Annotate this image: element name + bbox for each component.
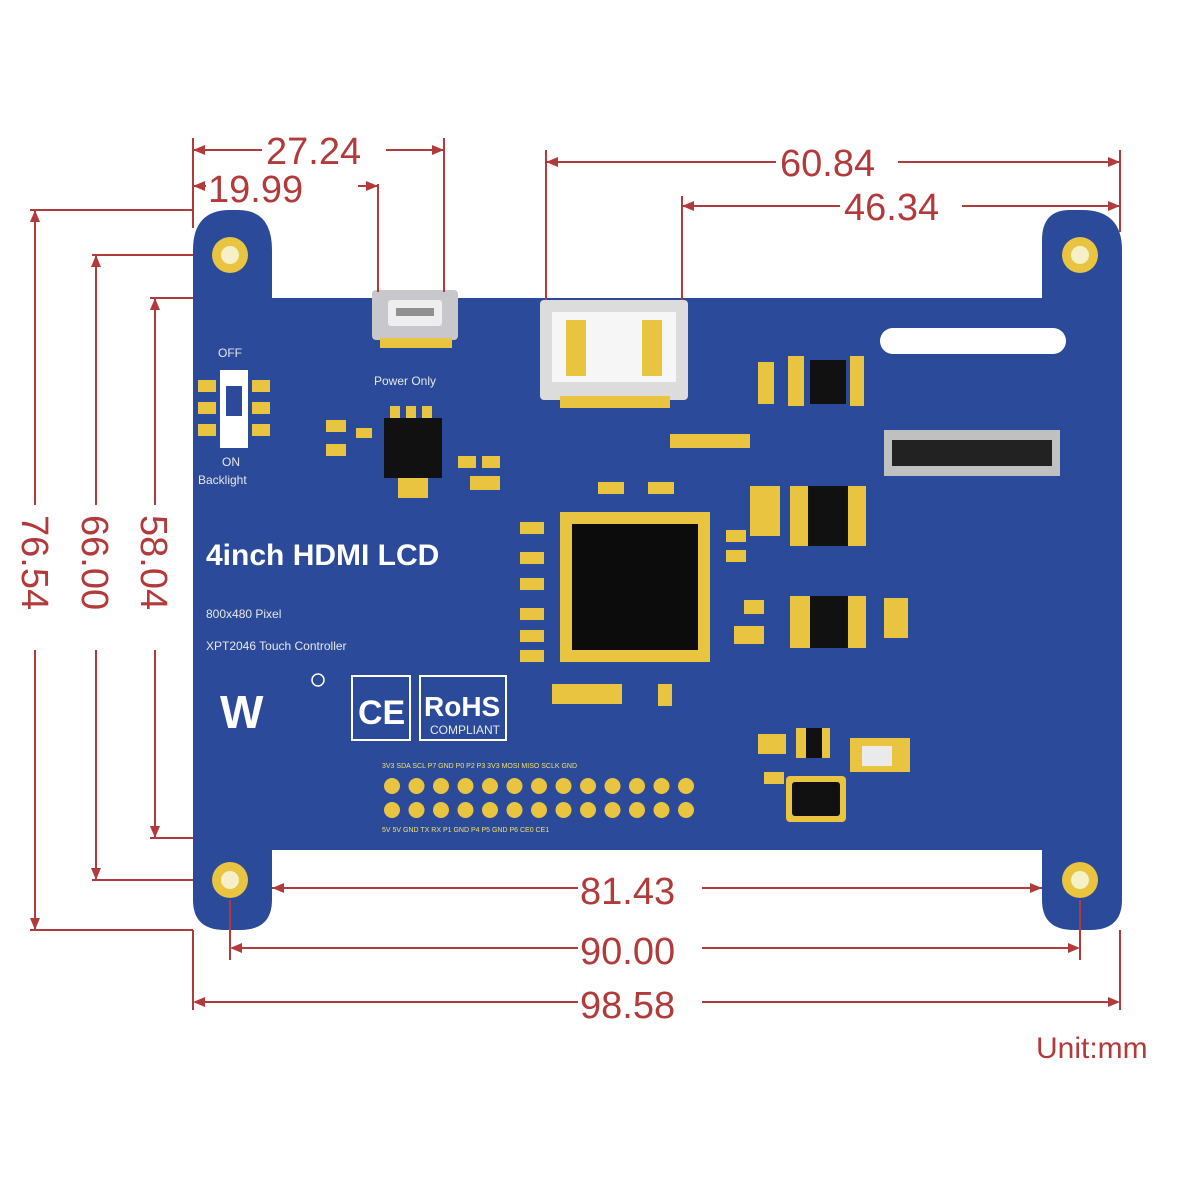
header-pin — [653, 778, 670, 794]
header-pin — [531, 802, 547, 818]
rohs-mark: RoHS — [424, 691, 500, 722]
header-pin — [408, 778, 425, 794]
waveshare-logo: W — [220, 673, 325, 738]
header-pin — [433, 778, 449, 794]
header-pin — [531, 778, 547, 794]
header-pin — [384, 778, 400, 794]
brand-logo-mark: W — [220, 686, 264, 738]
switch-backlight-label: Backlight — [198, 473, 247, 487]
header-pin — [384, 802, 400, 818]
dim-19-99: 19.99 — [208, 169, 303, 211]
board-slot — [880, 328, 1066, 354]
header-bottom-labels: 5V 5V GND TX RX P1 GND P4 P5 GND P6 CE0 … — [382, 827, 549, 834]
pin-array — [384, 778, 694, 818]
header-pin — [457, 802, 474, 818]
header-pin — [482, 802, 498, 818]
header-pin — [555, 778, 572, 794]
dim-60-84: 60.84 — [780, 143, 875, 185]
hdmi-connector — [540, 300, 688, 408]
header-pin — [555, 802, 572, 818]
header-pin — [678, 778, 694, 794]
micro-usb-connector: Power Only — [372, 290, 458, 388]
dim-90-00: 90.00 — [580, 931, 675, 973]
dimension-arrowheads — [30, 145, 1120, 1007]
header-top-labels: 3V3 SDA SCL P7 GND P0 P2 P3 3V3 MOSI MIS… — [382, 763, 577, 770]
dim-98-58: 98.58 — [580, 985, 675, 1027]
header-pin — [678, 802, 694, 818]
dim-27-24: 27.24 — [266, 131, 361, 173]
header-pin — [433, 802, 449, 818]
power-only-label: Power Only — [374, 374, 436, 388]
main-controller-chip — [520, 482, 746, 706]
header-pin — [457, 778, 474, 794]
mounting-holes — [212, 237, 1098, 898]
header-pin — [580, 778, 596, 794]
gpio-pin-header: 3V3 SDA SCL P7 GND P0 P2 P3 3V3 MOSI MIS… — [382, 763, 694, 834]
dim-46-34: 46.34 — [844, 187, 939, 229]
header-pin — [506, 778, 523, 794]
certification-marks: CE RoHS COMPLIANT — [351, 675, 507, 741]
dim-76-54: 76.54 — [13, 515, 55, 610]
backlight-switch: OFF ON Backlight — [198, 346, 270, 487]
board-spec-resolution: 800x480 Pixel — [206, 607, 281, 621]
board-title: 4inch HDMI LCD — [206, 539, 439, 572]
regulator-components — [326, 406, 500, 498]
header-pin — [604, 802, 621, 818]
ce-mark: CE — [358, 694, 405, 732]
header-pin — [604, 778, 621, 794]
rohs-compliant-label: COMPLIANT — [430, 723, 501, 737]
header-pin — [482, 778, 498, 794]
header-pin — [629, 802, 645, 818]
switch-on-label: ON — [222, 455, 240, 469]
board-spec-touch: XPT2046 Touch Controller — [206, 639, 347, 653]
unit-label: Unit:mm — [1036, 1032, 1148, 1065]
switch-off-label: OFF — [218, 346, 242, 360]
right-side-components — [670, 356, 1060, 822]
header-pin — [629, 778, 645, 794]
dim-66-00: 66.00 — [73, 515, 115, 610]
header-pin — [653, 802, 670, 818]
header-pin — [408, 802, 425, 818]
dim-58-04: 58.04 — [132, 515, 174, 610]
dim-81-43: 81.43 — [580, 871, 675, 913]
header-pin — [506, 802, 523, 818]
header-pin — [580, 802, 596, 818]
